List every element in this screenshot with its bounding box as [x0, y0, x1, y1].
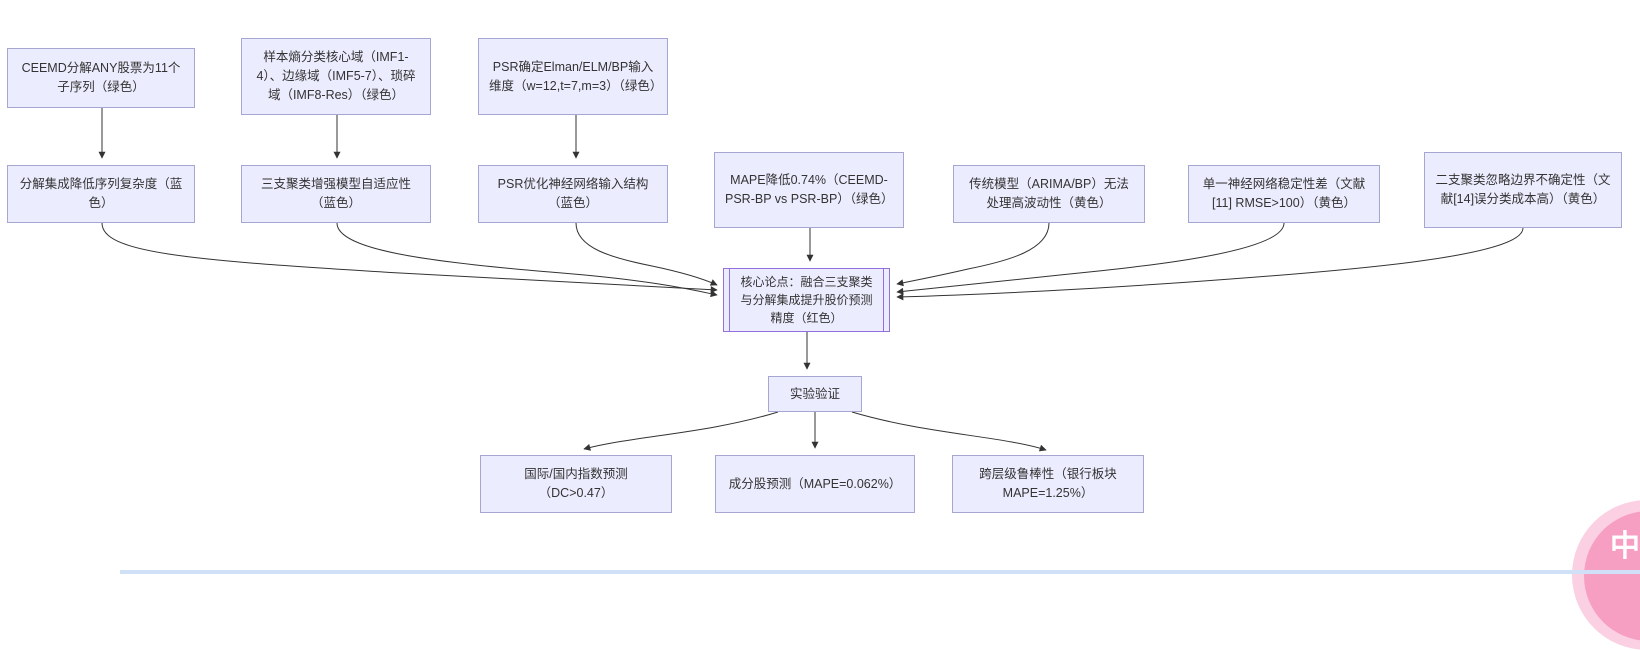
node-core-thesis: 核心论点：融合三支聚类与分解集成提升股价预测精度（红色） [723, 268, 890, 332]
flowchart-canvas: CEEMD分解ANY股票为11个子序列（绿色） 样本熵分类核心域（IMF1-4）… [7, 38, 1640, 650]
node-single-nn-instability: 单一神经网络稳定性差（文献[11] RMSE>100）（黄色） [1188, 165, 1380, 223]
node-experimental-validation: 实验验证 [768, 376, 862, 412]
node-three-way-clustering-adaptivity: 三支聚类增强模型自适应性（蓝色） [241, 165, 431, 223]
node-traditional-model-limitation: 传统模型（ARIMA/BP）无法处理高波动性（黄色） [953, 165, 1145, 223]
watermark-text: 中A [1610, 530, 1640, 563]
node-ceemd-decomposition: CEEMD分解ANY股票为11个子序列（绿色） [7, 48, 195, 108]
node-two-way-clustering-limitation: 二支聚类忽略边界不确定性（文献[14]误分类成本高）（黄色） [1424, 152, 1622, 228]
node-decomposition-reduces-complexity: 分解集成降低序列复杂度（蓝色） [7, 165, 195, 223]
node-psr-optimizes-input-structure: PSR优化神经网络输入结构（蓝色） [478, 165, 668, 223]
node-mape-reduction: MAPE降低0.74%（CEEMD-PSR-BP vs PSR-BP）（绿色） [714, 152, 904, 228]
node-sample-entropy-domains: 样本熵分类核心域（IMF1-4）、边缘域（IMF5-7）、琐碎域（IMF8-Re… [241, 38, 431, 115]
node-cross-level-robustness: 跨层级鲁棒性（银行板块MAPE=1.25%） [952, 455, 1144, 513]
node-psr-input-dimension: PSR确定Elman/ELM/BP输入维度（w=12,t=7,m=3）（绿色） [478, 38, 668, 115]
node-constituent-stock-prediction: 成分股预测（MAPE=0.062%） [715, 455, 915, 513]
node-index-prediction: 国际/国内指数预测（DC>0.47） [480, 455, 672, 513]
bottom-edge-line [120, 570, 1640, 574]
